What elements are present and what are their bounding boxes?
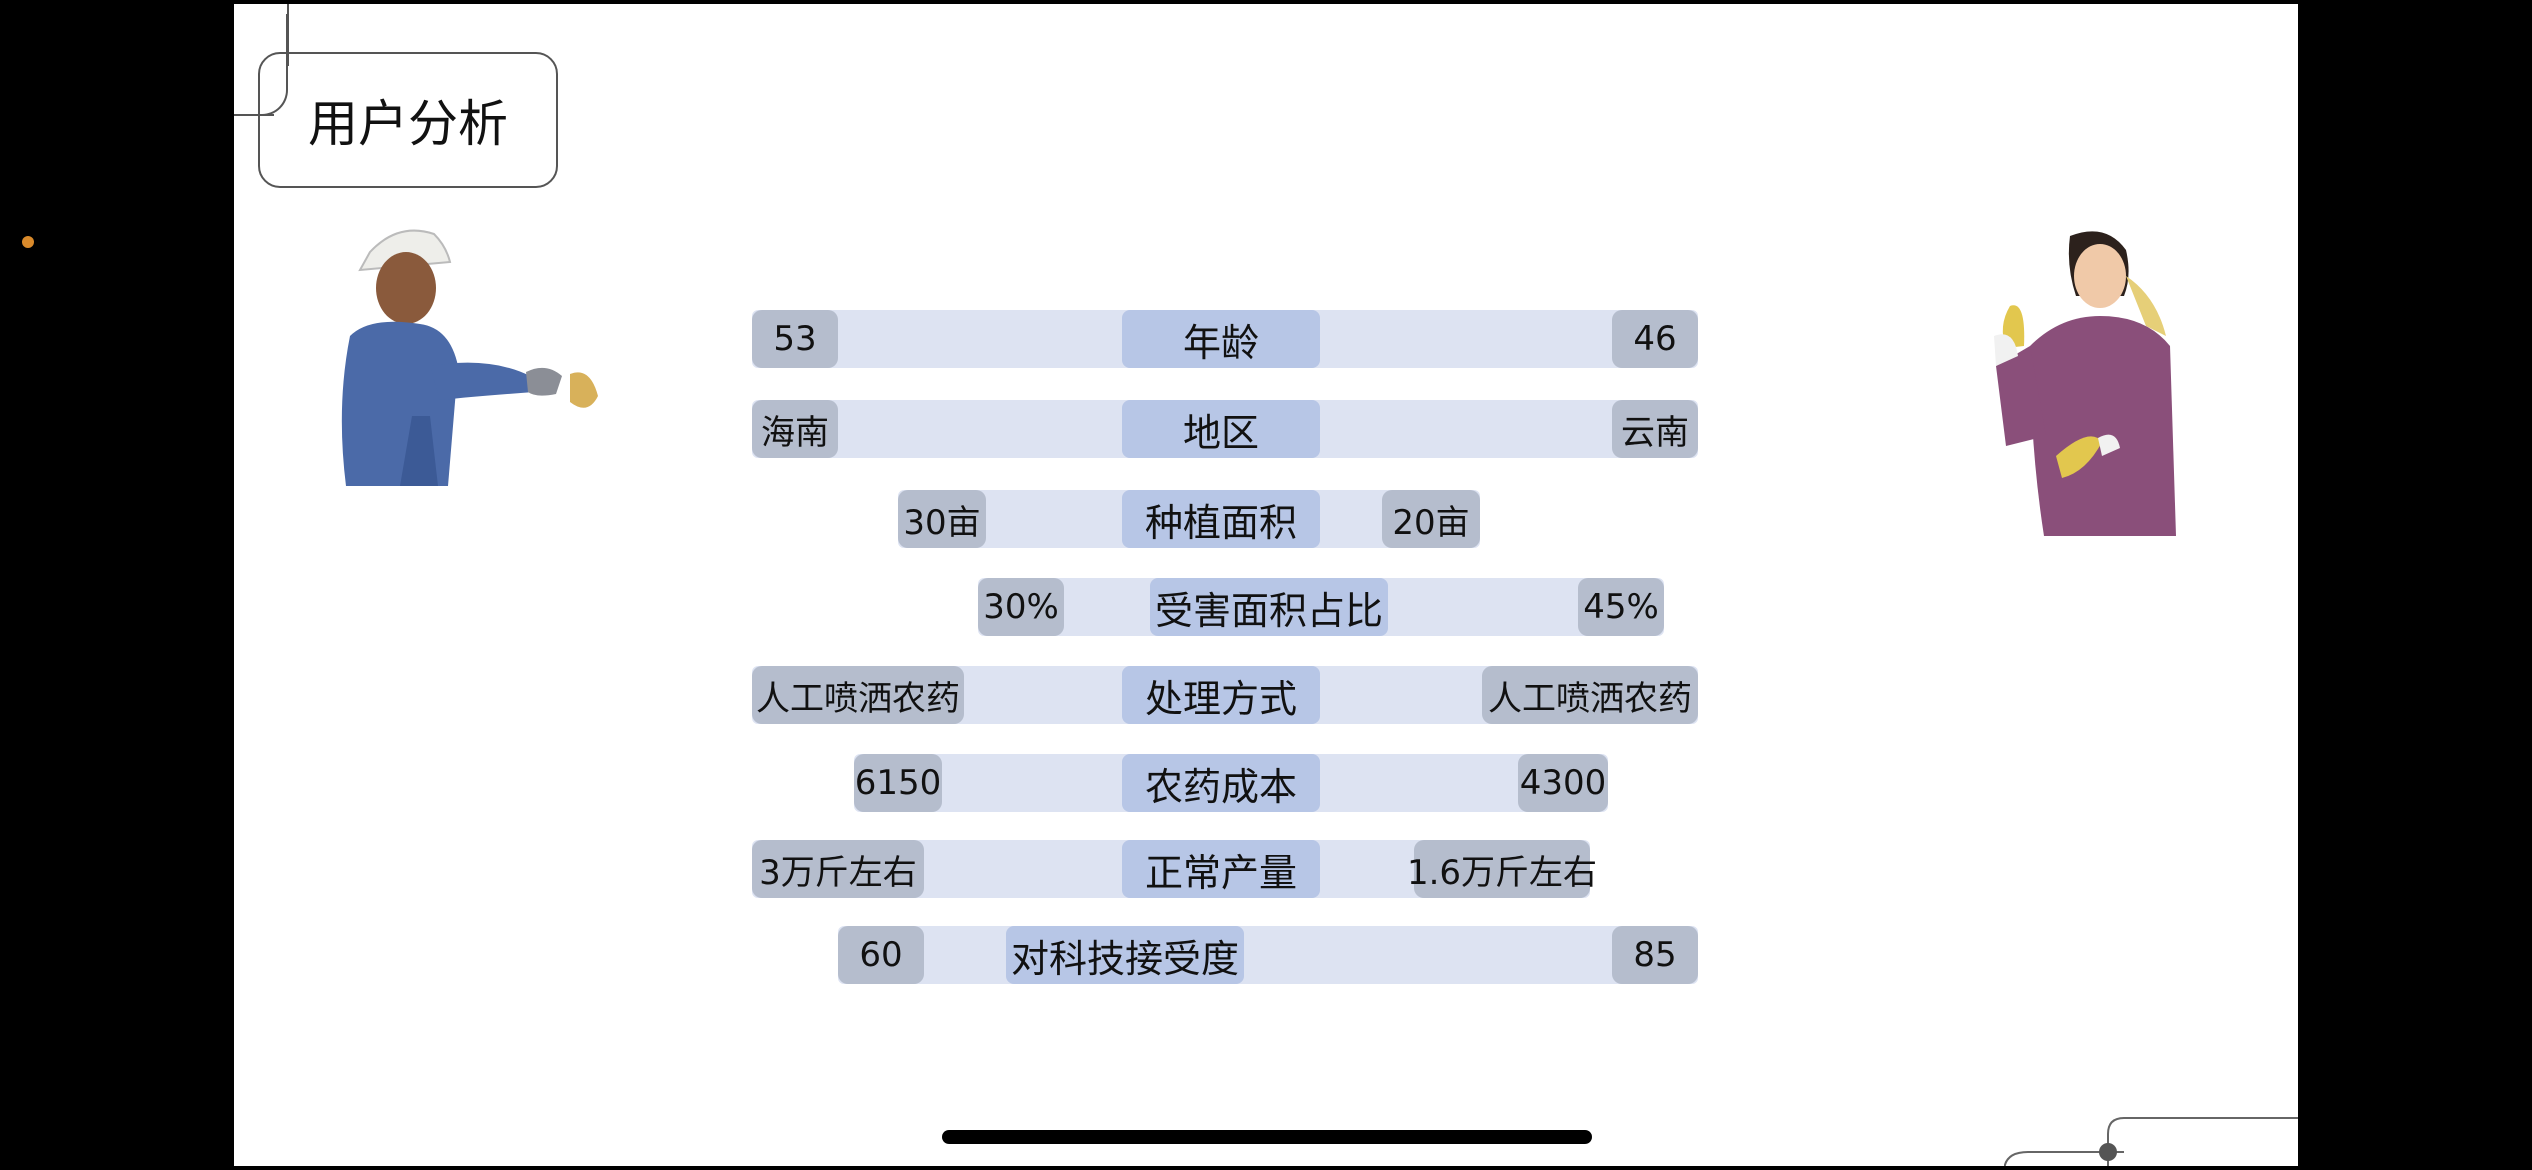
farmer-man-photo (341, 229, 598, 486)
row-region: 海南 地区 云南 (752, 400, 1698, 458)
presentation-slide: 用户分析 53 年龄 46 海南 地区 云南 30亩 种植面积 20亩 (234, 4, 2298, 1166)
left-value: 3万斤左右 (752, 840, 924, 898)
row-label: 处理方式 (1122, 666, 1320, 724)
slide-title: 用户分析 (258, 52, 558, 188)
row-damaged-ratio: 30% 受害面积占比 45% (978, 578, 1664, 636)
row-label: 正常产量 (1122, 840, 1320, 898)
row-label: 年龄 (1122, 310, 1320, 368)
row-label: 对科技接受度 (1006, 926, 1244, 984)
row-tech-acceptance: 60 对科技接受度 85 (838, 926, 1698, 984)
row-planting-area: 30亩 种植面积 20亩 (898, 490, 1480, 548)
left-value: 海南 (752, 400, 838, 458)
right-value: 人工喷洒农药 (1482, 666, 1698, 724)
right-value: 85 (1612, 926, 1698, 984)
right-value: 46 (1612, 310, 1698, 368)
left-value: 人工喷洒农药 (752, 666, 964, 724)
row-label: 种植面积 (1122, 490, 1320, 548)
accent-dot (22, 236, 34, 248)
row-age: 53 年龄 46 (752, 310, 1698, 368)
row-label: 受害面积占比 (1150, 578, 1388, 636)
row-label: 农药成本 (1122, 754, 1320, 812)
left-value: 6150 (854, 754, 942, 812)
right-value: 1.6万斤左右 (1407, 840, 1597, 898)
row-label: 地区 (1122, 400, 1320, 458)
home-indicator[interactable] (942, 1130, 1592, 1144)
right-value: 云南 (1612, 400, 1698, 458)
row-treatment: 人工喷洒农药 处理方式 人工喷洒农药 (752, 666, 1698, 724)
left-value: 30% (978, 578, 1064, 636)
left-value: 53 (752, 310, 838, 368)
right-value: 20亩 (1382, 490, 1480, 548)
decor-corner-bottom-right (2004, 1117, 2298, 1166)
right-value: 4300 (1518, 754, 1608, 812)
left-value: 30亩 (898, 490, 986, 548)
farmer-woman-photo (1994, 231, 2176, 536)
row-pesticide-cost: 6150 农药成本 4300 (854, 754, 1608, 812)
slide-title-text: 用户分析 (308, 95, 508, 153)
left-value: 60 (838, 926, 924, 984)
right-value: 45% (1578, 578, 1664, 636)
row-normal-yield: 3万斤左右 正常产量 1.6万斤左右 (752, 840, 1597, 898)
decor-line-vertical (287, 4, 289, 66)
decor-arc (244, 14, 288, 116)
